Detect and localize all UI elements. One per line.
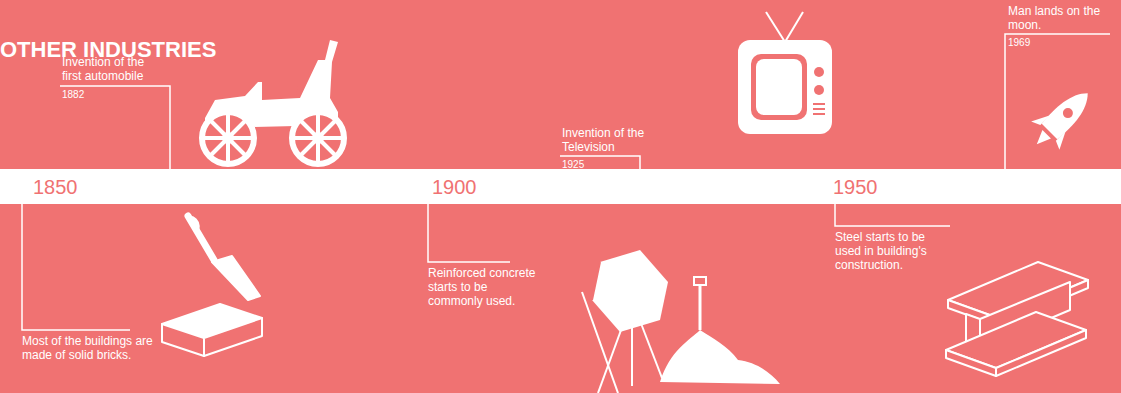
timeline-band xyxy=(0,169,1121,204)
rocket-icon xyxy=(1023,79,1102,158)
event-label: Steel starts to be used in building's co… xyxy=(835,230,945,272)
leader-line xyxy=(428,204,510,262)
tv-icon xyxy=(738,12,832,134)
leader-line xyxy=(60,86,170,169)
leader-line xyxy=(22,204,130,330)
event-year: 1969 xyxy=(1008,37,1030,49)
car-icon xyxy=(202,40,344,164)
concrete-mixer-icon xyxy=(582,250,780,393)
event-label: Invention of the Television xyxy=(562,126,657,154)
event-year: 1882 xyxy=(62,89,84,101)
leader-line xyxy=(835,204,950,226)
event-label: Reinforced concrete starts to be commonl… xyxy=(428,266,542,308)
leader-lines xyxy=(22,34,1110,330)
event-label: Most of the buildings are made of solid … xyxy=(22,334,172,362)
axis-year: 1900 xyxy=(432,175,477,199)
event-label: Invention of the first automobile xyxy=(62,55,162,83)
leader-line xyxy=(1005,34,1110,169)
steel-beam-icon xyxy=(946,262,1088,376)
trowel-brick-icon xyxy=(162,216,262,356)
axis-year: 1950 xyxy=(833,175,878,199)
event-label: Man lands on the moon. xyxy=(1008,4,1116,32)
event-year: 1925 xyxy=(562,159,584,171)
axis-year: 1850 xyxy=(33,175,78,199)
